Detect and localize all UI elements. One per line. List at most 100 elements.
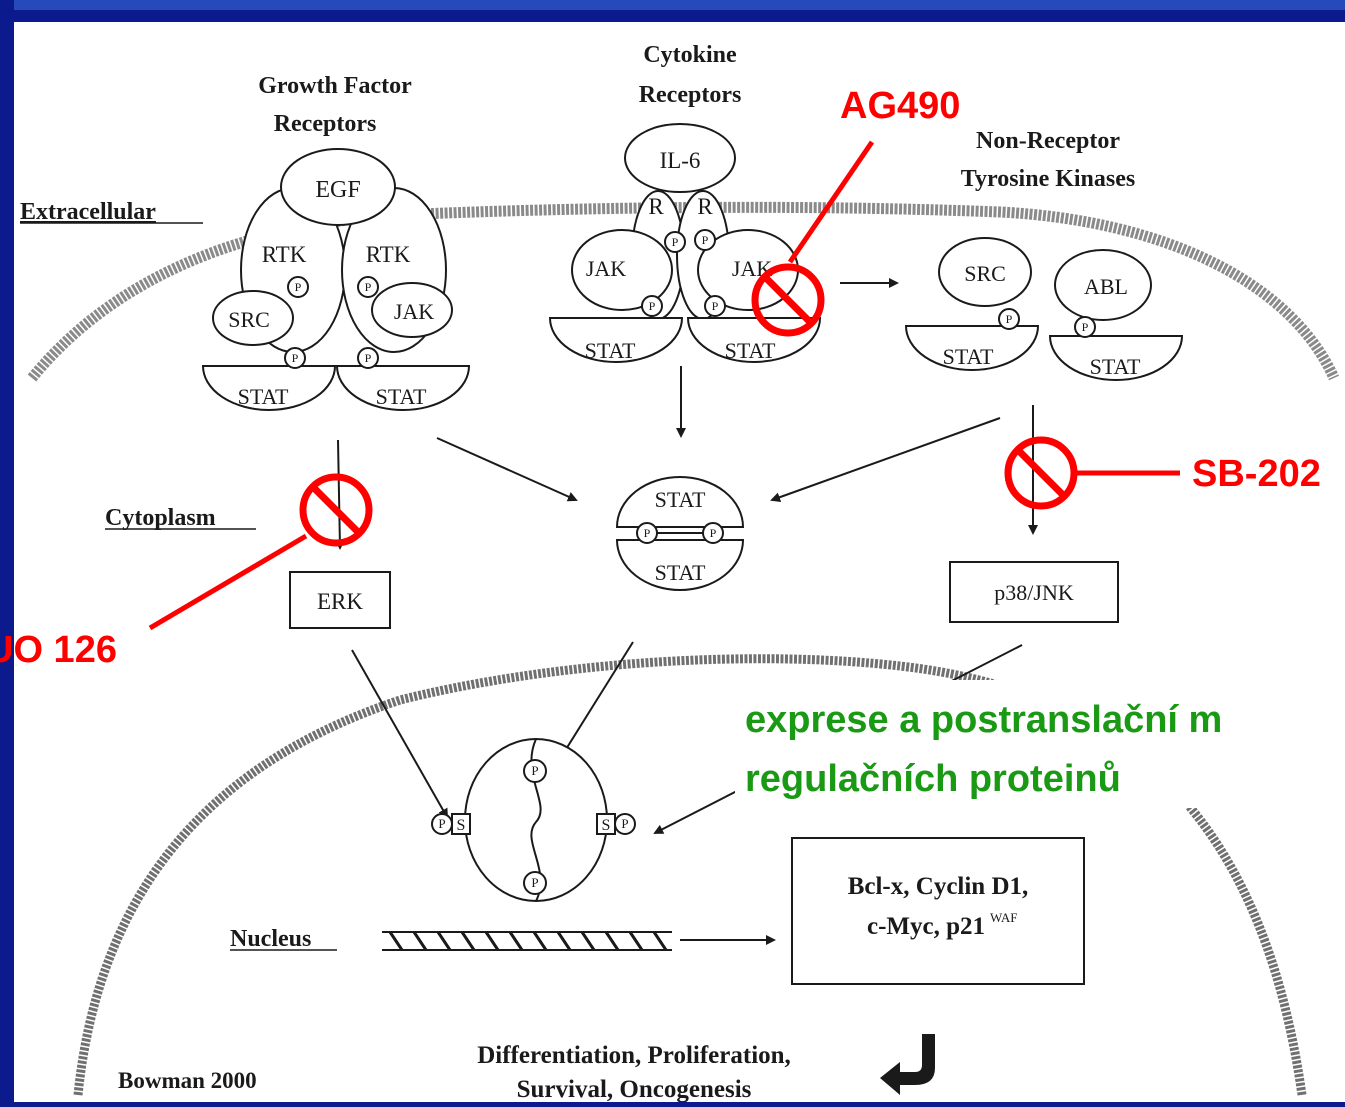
stat-dimer-top [615,476,745,528]
phospho-serine-right [614,813,636,835]
nonreceptor-heading-2: Tyrosine Kinases [961,166,1135,192]
stat-cytokine-1 [548,317,684,363]
jak-kinase-left [371,282,453,338]
ag490-pointer [787,140,875,264]
uo126-block-slash [310,484,362,536]
p-label-dimer-2: P [710,526,717,540]
note-line-2: regulačních proteinů [745,758,1121,800]
inhibitor-uo126: UO 126 [0,473,373,671]
arrow-gf-to-erk [334,439,345,550]
rtk-label-left: RTK [262,242,307,267]
stat-dimer-nuclear [431,738,636,902]
stat-label-ck-2: STAT [725,338,776,363]
phospho-ck-1 [664,231,686,253]
citation: Bowman 2000 [118,1068,257,1093]
ag490-block-slash [762,274,814,326]
ag490-block-icon [751,263,825,337]
arrow-erk-to-nucleus [351,649,448,819]
p-label-dimer-1: P [644,526,651,540]
phospho-gf-3 [287,276,309,298]
nucleus-label: Nucleus [230,926,311,952]
p38-jnk-box [949,561,1119,623]
growth-factor-heading-2: Receptors [274,111,377,137]
phospho-nr-2 [1074,316,1096,338]
uo126-label: UO 126 [0,629,117,671]
uo126-block-icon [299,473,373,547]
stat-label-ck-1: STAT [585,338,636,363]
stat-label-dimer-1: STAT [655,487,706,512]
p-label-gf-2: P [365,351,372,365]
stat-cytokine-2 [686,317,822,363]
jak-cytokine-left [571,229,673,311]
p-label-gf-3: P [295,280,302,294]
uo126-pointer [148,533,308,631]
p-label-nuc-2: P [531,875,538,890]
extracellular-label: Extracellular [20,199,156,225]
cytokine-heading-2: Receptors [639,82,742,108]
dna-rungs [388,931,668,951]
inhibitor-sb202: SB-202 [1004,436,1321,510]
phospho-ck-2 [694,229,716,251]
nonreceptor-heading-1: Non-Receptor [976,128,1120,154]
sb202-label: SB-202 [1192,453,1321,495]
arrow-gf-to-dimer [436,437,578,502]
jak-label-gf: JAK [394,299,434,324]
p-label-gf-1: P [292,351,299,365]
p-label-nuc-1: P [531,763,538,778]
p-label-nr-2: P [1082,320,1089,334]
r-label-left: R [648,194,664,219]
stat-left-1 [201,365,337,411]
p-label-nr-1: P [1006,312,1013,326]
cytokine-heading-1: Cytokine [643,42,737,68]
inhibitor-ag490: AG490 [751,85,960,337]
src-label-gf: SRC [228,307,270,332]
egf-ligand [280,148,396,226]
il6-ligand [624,123,736,193]
src-label-nr: SRC [964,261,1006,286]
stat-nr-2 [1048,335,1184,381]
il6-label: IL-6 [660,148,701,173]
arrow-nr-to-dimer [770,417,1001,502]
abl-label: ABL [1084,274,1128,299]
top-frame-highlight [0,0,1345,10]
src-kinase-nr [938,237,1032,307]
growth-factor-heading-1: Growth Factor [258,73,412,99]
erk-box [289,571,391,629]
stat-dimer-cytoplasm [615,476,745,591]
ag490-label: AG490 [840,85,960,127]
dna-helix [382,931,672,951]
phospho-ck-4 [704,295,726,317]
p-label-ser-right: P [621,816,628,831]
p-label-ck-3: P [649,299,656,313]
stat-dimer-bottom [615,539,745,591]
target-genes-line-1: Bcl-x, Cyclin D1, [848,873,1029,900]
stat-label-gf-1: STAT [238,384,289,409]
p-label-gf-4: P [365,280,372,294]
src-kinase-left [212,290,294,346]
egf-label: EGF [315,177,360,203]
stat-nr-1 [904,325,1040,371]
stat-label-nr-2: STAT [1090,354,1141,379]
phospho-nr-1 [998,308,1020,330]
stat-label-nr-1: STAT [943,344,994,369]
p38-jnk-label: p38/JNK [994,580,1074,605]
rtk-label-right: RTK [366,242,411,267]
stat-left-2 [335,365,471,411]
left-frame [0,0,14,1102]
stat-label-gf-2: STAT [376,384,427,409]
note-backdrop [735,680,1345,808]
phospho-serine-left [431,813,453,835]
outcome-line-2: Survival, Oncogenesis [517,1076,752,1102]
erk-label: ERK [317,589,363,614]
phospho-gf-2 [357,347,379,369]
phospho-nuc-1 [523,759,547,783]
p-label-ck-4: P [712,299,719,313]
p-label-ck-2: P [702,233,709,247]
jak-label-ck-left: JAK [586,256,626,281]
growth-factor-receptor-complex [201,148,471,411]
nonreceptor-kinase-complex [904,237,1184,381]
cytokine-receptor-complex [548,123,822,363]
s-label-left: S [457,817,466,834]
stat-label-dimer-2: STAT [655,560,706,585]
